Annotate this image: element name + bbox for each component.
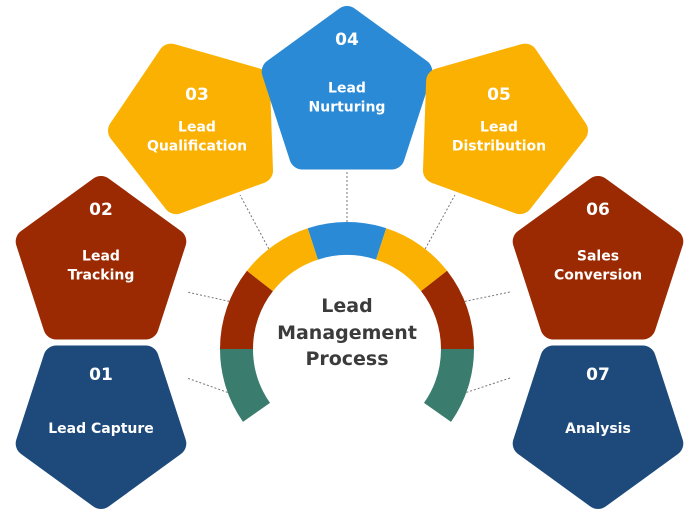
step-number: 01 bbox=[89, 365, 113, 385]
arc-segment bbox=[246, 228, 318, 292]
step-label: Qualification bbox=[147, 139, 247, 155]
connector-line bbox=[239, 194, 270, 250]
step-label: Conversion bbox=[554, 268, 642, 284]
connector-line bbox=[464, 291, 511, 302]
connector-line bbox=[466, 377, 511, 393]
pentagon-shape bbox=[261, 6, 433, 170]
step-label: Lead Capture bbox=[48, 421, 154, 437]
center-title: Lead Management Process bbox=[277, 295, 417, 370]
center-title-line3: Process bbox=[305, 348, 388, 370]
pentagon-shape bbox=[512, 345, 684, 509]
step-number: 05 bbox=[487, 85, 511, 105]
arc-segment bbox=[421, 270, 474, 349]
connector-lines bbox=[186, 170, 511, 393]
pentagon-shape bbox=[512, 176, 684, 340]
step-number: 02 bbox=[89, 200, 113, 220]
arc-segment bbox=[220, 270, 273, 349]
arc-segment bbox=[376, 228, 448, 292]
connector-line bbox=[424, 194, 456, 250]
step-label: Lead bbox=[82, 249, 120, 265]
step-label: Lead bbox=[480, 120, 518, 136]
center-title-line2: Management bbox=[277, 322, 417, 344]
step-number: 03 bbox=[185, 85, 209, 105]
pentagon-shape bbox=[108, 43, 273, 215]
pentagon-shape bbox=[15, 176, 187, 340]
center-title-line1: Lead bbox=[321, 295, 372, 317]
connector-line bbox=[186, 291, 230, 302]
step-number: 07 bbox=[586, 365, 610, 385]
center-arc bbox=[220, 222, 474, 422]
step-label: Nurturing bbox=[309, 100, 386, 116]
arc-segment bbox=[220, 349, 270, 422]
step-label: Lead bbox=[328, 81, 366, 97]
step-number: 04 bbox=[335, 30, 359, 50]
step-number: 06 bbox=[586, 200, 610, 220]
pentagon-shape bbox=[15, 345, 187, 509]
pentagon-shape bbox=[423, 43, 588, 215]
arc-segment bbox=[307, 222, 387, 260]
step-label: Tracking bbox=[68, 268, 135, 284]
arc-segment bbox=[424, 349, 474, 422]
connector-line bbox=[186, 377, 228, 393]
step-label: Analysis bbox=[565, 421, 631, 437]
step-label: Sales bbox=[577, 249, 619, 265]
step-label: Lead bbox=[178, 120, 216, 136]
step-label: Distribution bbox=[452, 139, 546, 155]
